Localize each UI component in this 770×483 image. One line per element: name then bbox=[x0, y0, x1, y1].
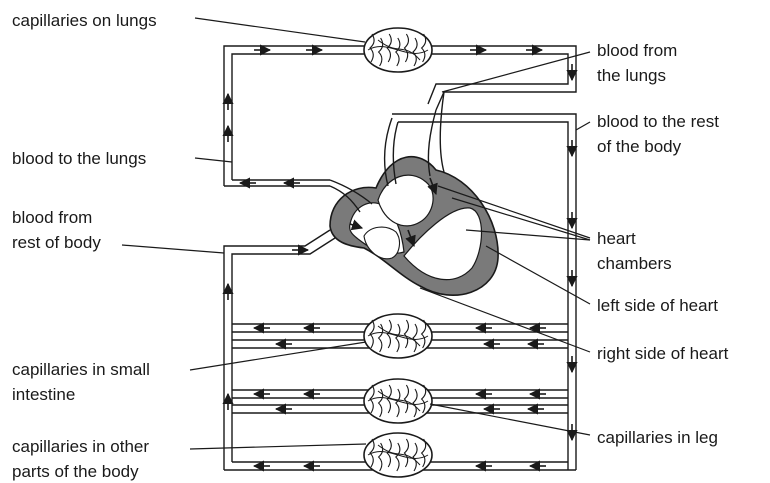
pulmonary-vein-wall bbox=[440, 92, 444, 172]
label-left-side-heart: left side of heart bbox=[597, 293, 718, 318]
leader-line bbox=[195, 18, 365, 42]
leader-line bbox=[420, 288, 590, 352]
capillary-bed-leg bbox=[364, 379, 432, 423]
label-right-side-heart: right side of heart bbox=[597, 341, 728, 366]
capillary-bed-small-intestine bbox=[364, 314, 432, 358]
leader-line bbox=[430, 404, 590, 435]
leader-line bbox=[486, 246, 590, 304]
vessel-wall bbox=[224, 46, 365, 186]
leader-line bbox=[190, 444, 366, 449]
label-capillaries-lungs: capillaries on lungs bbox=[12, 8, 157, 33]
leader-line bbox=[195, 158, 232, 162]
vessel-wall bbox=[232, 54, 365, 180]
label-capillaries-leg: capillaries in leg bbox=[597, 425, 718, 450]
capillary-bed-lungs bbox=[364, 28, 432, 72]
vessel-wall bbox=[232, 238, 335, 462]
leader-line bbox=[122, 245, 224, 253]
vessel-wall bbox=[428, 54, 568, 104]
leader-line bbox=[576, 122, 590, 130]
vessel-wall bbox=[430, 46, 576, 110]
right-ventricle bbox=[364, 227, 399, 259]
leader-line bbox=[190, 342, 366, 370]
label-blood-to-lungs: blood to the lungs bbox=[12, 146, 146, 171]
capillary-bed-other bbox=[364, 433, 432, 477]
